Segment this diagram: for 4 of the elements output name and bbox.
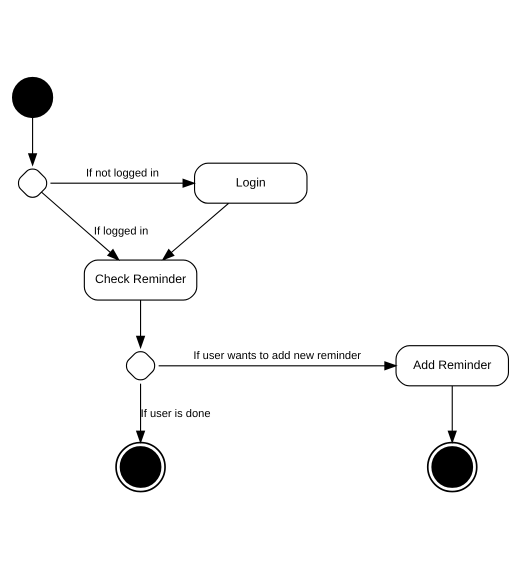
- edge-label: If user is done: [140, 407, 211, 420]
- edge-label: If logged in: [94, 224, 148, 237]
- edge-label: If not logged in: [86, 167, 159, 180]
- edge-label: If user wants to add new reminder: [193, 350, 361, 362]
